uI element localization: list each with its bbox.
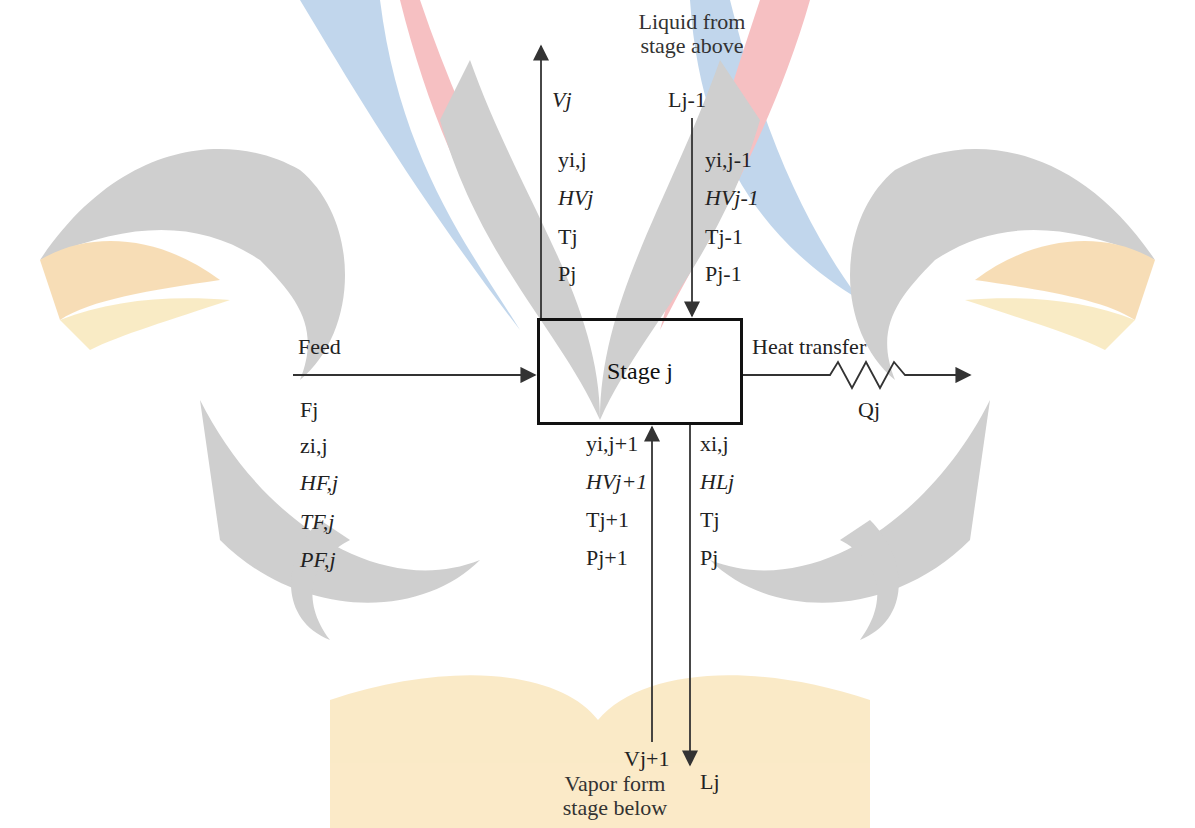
stream-property: Pj-1 — [705, 262, 742, 286]
stream-property: HVj-1 — [705, 186, 759, 210]
stage-title: Stage j — [607, 358, 673, 385]
stream-property: Vj+1 — [624, 747, 669, 771]
stage-box: Stage j — [537, 318, 743, 425]
stream-symbol: Lj-1 — [668, 88, 706, 112]
stream-property: zi,j — [300, 434, 328, 458]
stream-property: Fj — [300, 398, 318, 422]
stream-property: yi,j-1 — [705, 148, 752, 172]
liquid-out-arrow — [689, 425, 691, 765]
vapor-in-arrow — [651, 427, 653, 742]
vapor-out-arrow — [540, 46, 542, 318]
stream-property: HVj+1 — [586, 470, 647, 494]
liquid-in-arrow — [691, 118, 693, 316]
stream-property: Vapor form stage below — [555, 772, 675, 820]
stream-property: HF,j — [300, 471, 338, 495]
heat-transfer-symbol — [743, 362, 970, 388]
stream-property: xi,j — [700, 432, 729, 456]
stream-property: Pj+1 — [586, 546, 628, 570]
stream-property: Pj — [700, 546, 718, 570]
stream-property: HLj — [700, 470, 734, 494]
feed-arrow — [293, 374, 535, 376]
stream-property: Qj — [858, 398, 880, 422]
stream-property: Tj+1 — [586, 508, 629, 532]
stream-symbol: Vj — [552, 88, 572, 112]
stream-property: yi,j — [558, 148, 587, 172]
stream-name: Liquid from stage above — [617, 10, 767, 58]
stream-property: Tj — [558, 225, 578, 249]
stream-property: Feed — [298, 335, 341, 359]
stream-property: Lj — [700, 770, 720, 794]
stream-property: yi,j+1 — [586, 432, 638, 456]
stream-property: TF,j — [300, 510, 334, 534]
stream-property: Tj-1 — [705, 225, 743, 249]
stream-property: Pj — [558, 262, 576, 286]
stream-property: Heat transfer — [752, 335, 866, 359]
stream-property: PF,j — [300, 548, 336, 572]
stream-property: HVj — [558, 186, 593, 210]
stream-property: Tj — [700, 508, 720, 532]
